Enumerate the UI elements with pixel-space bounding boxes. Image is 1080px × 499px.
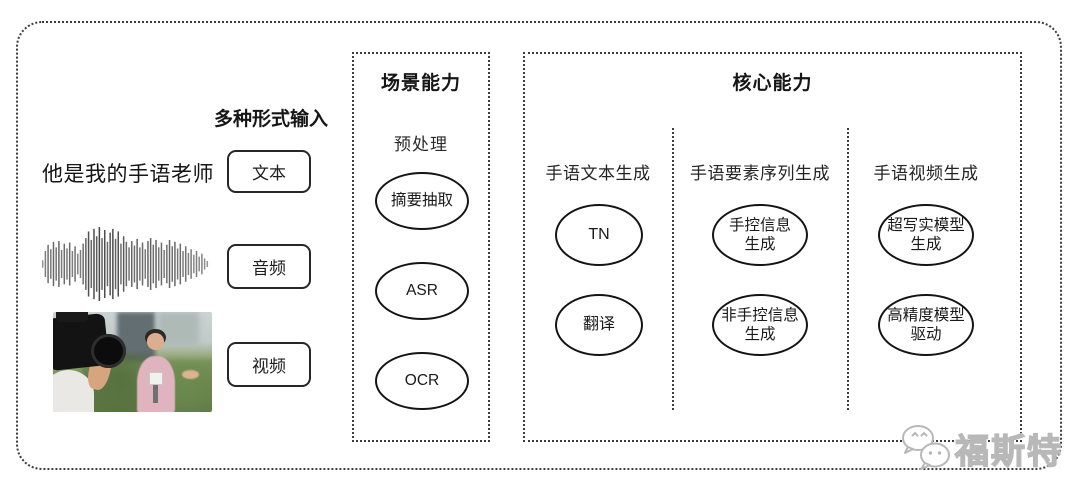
- scene-node-ocr: OCR: [375, 352, 469, 410]
- wechat-icon: [902, 425, 950, 470]
- scene-node-asr: ASR: [375, 262, 469, 320]
- core-node-tn: TN: [555, 204, 643, 266]
- input-box-text: 文本: [227, 150, 311, 193]
- core-panel-title: 核心能力: [732, 73, 813, 94]
- core-node-high-precision-model-driving: 高精度模型 驱动: [878, 294, 974, 356]
- input-box-video: 视频: [227, 342, 311, 387]
- core-node-manual-info-generation: 手控信息 生成: [712, 204, 808, 266]
- core-column-label-text-generation: 手语文本生成: [545, 164, 651, 183]
- watermark: 福斯特: [899, 420, 1069, 476]
- scene-panel-title: 场景能力: [380, 73, 461, 94]
- core-column-divider: [672, 128, 674, 410]
- audio-waveform-icon: [41, 227, 209, 301]
- photo-reporter-hand-shape: [181, 370, 200, 379]
- figure-outer-border: [16, 21, 1062, 470]
- core-node-translation: 翻译: [555, 294, 643, 356]
- scene-panel-subtitle: 预处理: [394, 135, 448, 154]
- photo-camera-lens-shape: [91, 334, 127, 368]
- input-box-video-label: 视频: [252, 357, 286, 376]
- photo-microphone-shape: [149, 372, 164, 385]
- scene-node-summary-extraction: 摘要抽取: [375, 172, 469, 230]
- core-column-label-element-sequence: 手语要素序列生成: [690, 164, 830, 183]
- photo-camera-top-shape: [56, 312, 88, 322]
- core-node-hyperrealistic-model-generation: 超写实模型 生成: [878, 204, 974, 266]
- input-box-audio: 音频: [227, 244, 311, 289]
- reporter-photo: [53, 312, 212, 412]
- core-node-non-manual-info-generation: 非手控信息 生成: [712, 294, 808, 356]
- core-column-label-video-generation: 手语视频生成: [873, 164, 979, 183]
- input-box-audio-label: 音频: [252, 259, 286, 278]
- core-capability-panel: 核心能力 手语文本生成 手语要素序列生成 手语视频生成 TN 翻译 手控信息 生…: [523, 52, 1022, 442]
- photo-reporter-head-shape: [146, 333, 165, 350]
- scene-capability-panel: 场景能力 预处理 摘要抽取 ASR OCR: [352, 52, 490, 442]
- input-heading: 多种形式输入: [213, 109, 328, 130]
- sample-sentence: 他是我的手语老师: [42, 163, 214, 186]
- watermark-text: 福斯特: [954, 432, 1063, 471]
- photo-microphone-stem-shape: [153, 385, 158, 403]
- core-column-divider: [847, 128, 849, 410]
- input-box-text-label: 文本: [252, 164, 286, 183]
